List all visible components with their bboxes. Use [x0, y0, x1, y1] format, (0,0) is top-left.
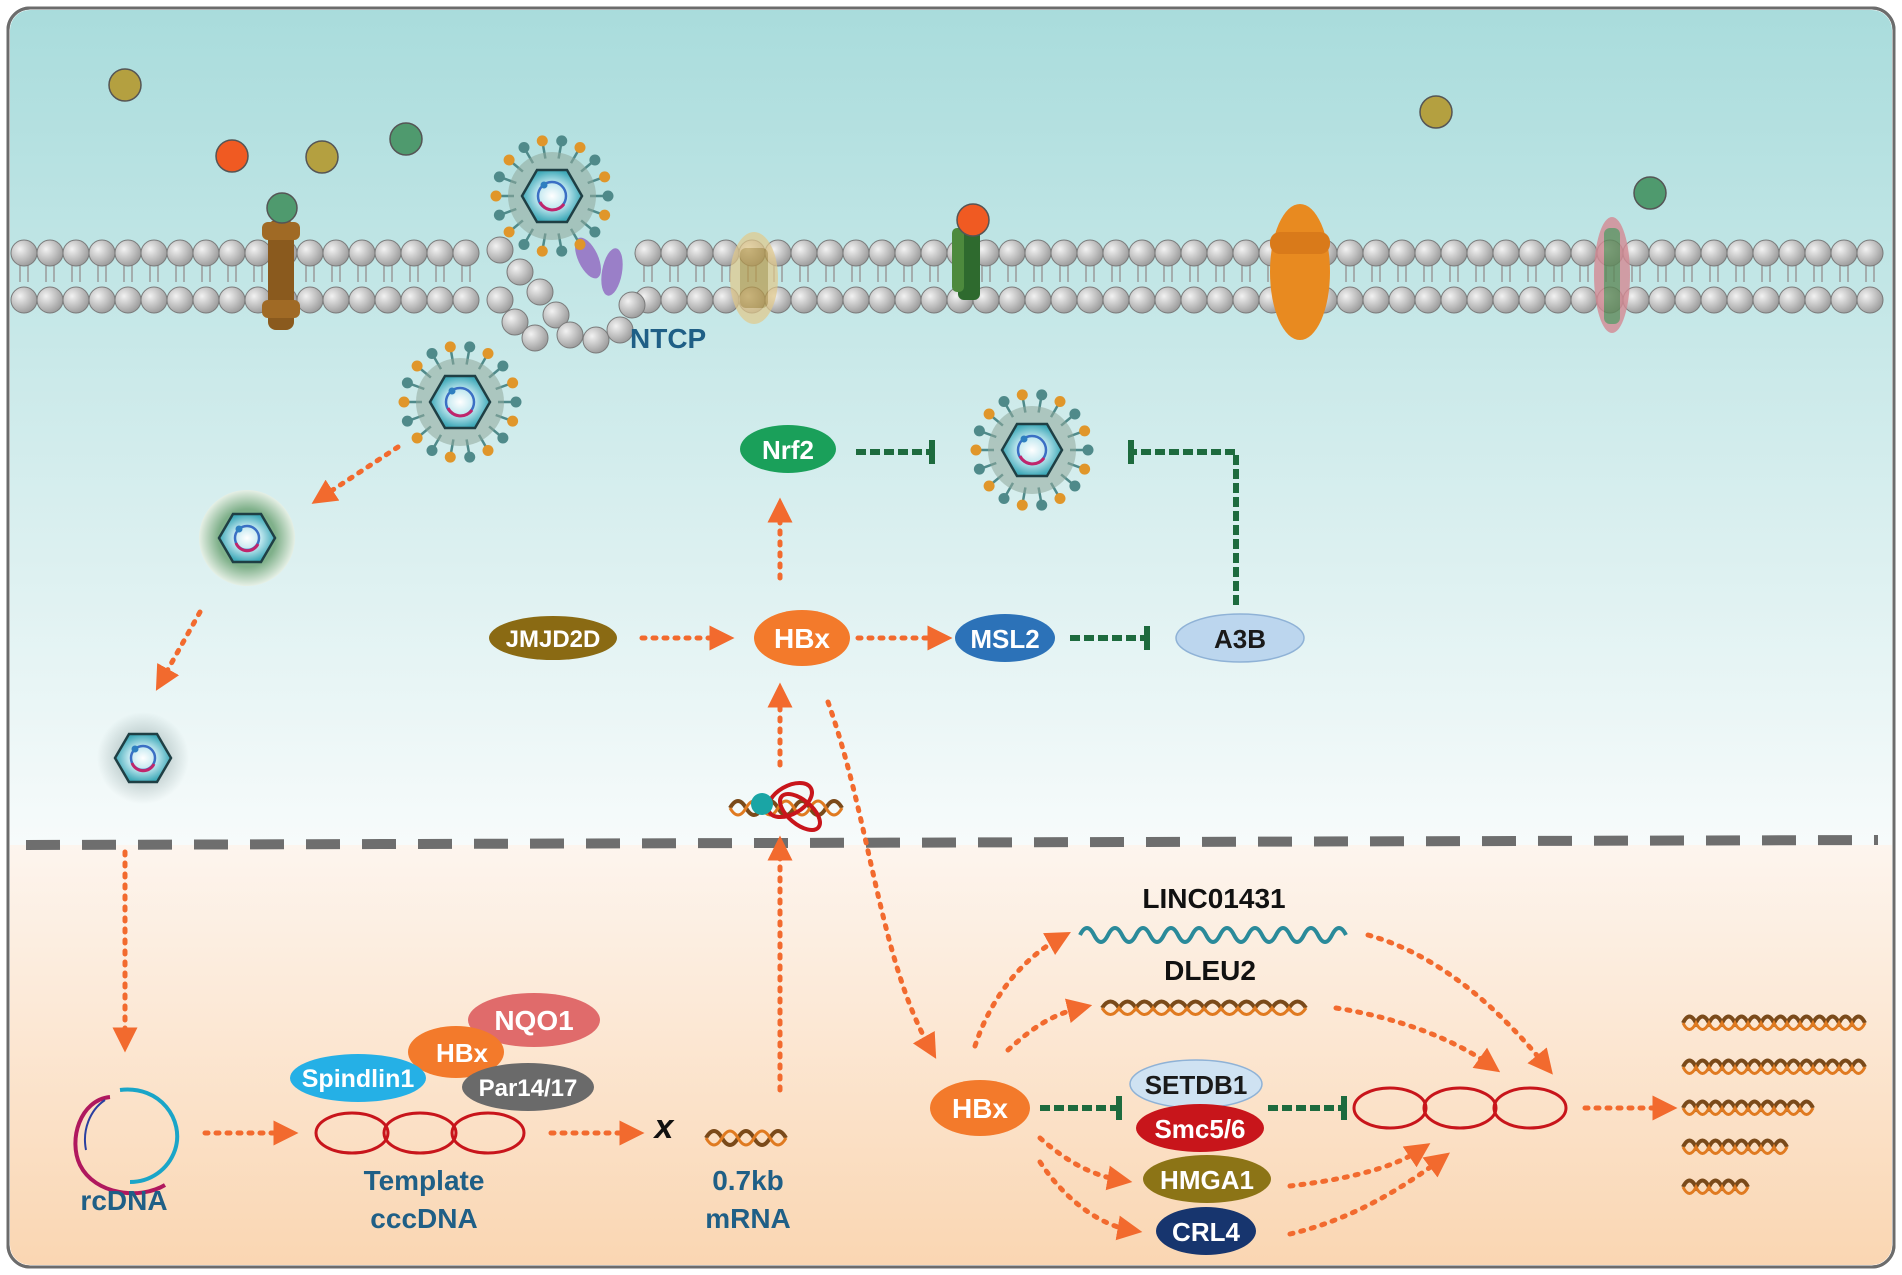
svg-text:SETDB1: SETDB1: [1145, 1070, 1248, 1100]
cccdna-chain-right: [1352, 1086, 1568, 1130]
a3b-node: A3B: [1175, 613, 1305, 663]
svg-text:NQO1: NQO1: [494, 1005, 573, 1036]
template-label-line2: cccDNA: [370, 1203, 477, 1234]
template-label-line1: Template: [364, 1165, 485, 1196]
nucleocapsid-glow: [199, 490, 295, 586]
jmjd2d-node: JMJD2D: [489, 616, 617, 660]
smc56-node: Smc5/6: [1136, 1104, 1264, 1152]
nucleus-region: [10, 845, 1892, 1265]
svg-text:JMJD2D: JMJD2D: [506, 626, 601, 653]
svg-text:CRL4: CRL4: [1172, 1217, 1240, 1247]
nrf2-node: Nrf2: [740, 425, 836, 473]
hbx-cytoplasm-node: HBx: [754, 610, 850, 666]
membrane-receptor-orange: [1270, 204, 1330, 340]
activation-arrows: [112, 444, 1678, 1241]
chromatin-strand: [728, 780, 844, 832]
hbx-nucleus-node: HBx: [930, 1080, 1030, 1136]
inhibition-lines: [856, 449, 1342, 1111]
dleu2-label: DLEU2: [1164, 955, 1256, 986]
svg-text:HBx: HBx: [774, 623, 830, 654]
hmga1-node: HMGA1: [1143, 1155, 1271, 1203]
svg-text:Par14/17: Par14/17: [479, 1075, 578, 1102]
crl4-node: CRL4: [1156, 1207, 1256, 1255]
inhibition-bars: [929, 440, 1347, 1120]
transcript-stack: [1681, 1014, 1867, 1195]
mrna-symbol: [704, 1129, 788, 1147]
svg-text:HMGA1: HMGA1: [1160, 1165, 1254, 1195]
membrane-receptor-brown: [262, 192, 300, 330]
msl2-node: MSL2: [955, 614, 1055, 662]
svg-text:HBx: HBx: [952, 1093, 1008, 1124]
nqo1-node: NQO1: [468, 993, 600, 1047]
ntcp-label: NTCP: [630, 323, 706, 354]
mrna-label-line1: 0.7kb: [712, 1165, 784, 1196]
linc01431-label: LINC01431: [1142, 883, 1285, 914]
membrane-receptor-pink: [1594, 217, 1630, 333]
hbx-complex-node: HBx: [408, 1026, 504, 1078]
membrane-receptor-green: [952, 203, 990, 300]
rcdna-symbol: [73, 1087, 180, 1196]
membrane-channel-yellow: [730, 232, 778, 324]
blocked-x-mark: x: [653, 1108, 676, 1146]
svg-text:Spindlin1: Spindlin1: [302, 1065, 415, 1093]
nucleocapsid: [97, 712, 189, 804]
nuclear-envelope: [25, 835, 1879, 850]
svg-text:HBx: HBx: [436, 1038, 489, 1068]
par14-node: Par14/17: [462, 1063, 594, 1111]
svg-text:MSL2: MSL2: [970, 624, 1039, 654]
setdb1-node: SETDB1: [1129, 1059, 1263, 1109]
spindlin1-node: Spindlin1: [290, 1054, 426, 1102]
rcdna-label: rcDNA: [80, 1185, 167, 1216]
svg-text:Nrf2: Nrf2: [762, 435, 814, 465]
ligand-molecules: [108, 68, 1667, 210]
linc01431-rna: [1078, 926, 1348, 944]
cytoplasm-region: [10, 10, 1892, 845]
cccdna-chain: [314, 1111, 526, 1155]
svg-text:A3B: A3B: [1214, 624, 1266, 654]
svg-text:Smc5/6: Smc5/6: [1154, 1114, 1245, 1144]
dleu2-rna: [1100, 999, 1308, 1016]
mrna-label-line2: mRNA: [705, 1203, 791, 1234]
